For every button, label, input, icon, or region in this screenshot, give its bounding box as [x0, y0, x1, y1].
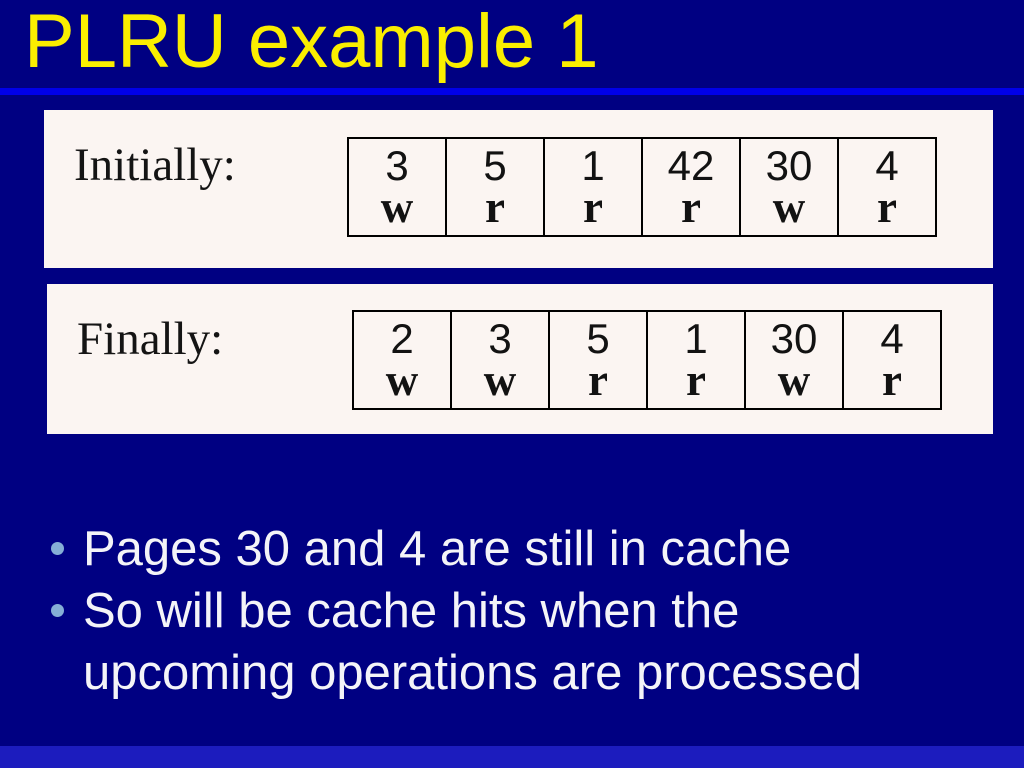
final-state-panel: Finally: 2 w 3 w 5 r 1 r 30 w 4 r	[47, 284, 993, 434]
cache-cell: 1 r	[646, 310, 746, 410]
operation-letter: w	[380, 182, 414, 232]
cache-cell: 4 r	[842, 310, 942, 410]
operation-letter: r	[686, 355, 706, 405]
page-number: 4	[875, 142, 899, 189]
page-number: 5	[586, 315, 610, 362]
page-number: 2	[390, 315, 414, 362]
bullet-dot-icon	[51, 604, 64, 617]
bullet-item: So will be cache hits when the upcoming …	[43, 580, 883, 704]
cache-cell: 30 w	[739, 137, 839, 237]
operation-letter: w	[385, 355, 419, 405]
bullet-text: So will be cache hits when the upcoming …	[83, 584, 863, 700]
bottom-accent-bar	[0, 746, 1024, 768]
operation-letter: r	[583, 182, 603, 232]
initial-state-panel: Initially: 3 w 5 r 1 r 42 r 30 w 4 r	[44, 110, 993, 268]
page-number: 1	[684, 315, 708, 362]
slide-title: PLRU example 1	[24, 0, 599, 84]
bullet-dot-icon	[51, 542, 64, 555]
page-number: 1	[581, 142, 605, 189]
page-number: 5	[483, 142, 507, 189]
page-number: 4	[880, 315, 904, 362]
cache-cell: 5 r	[548, 310, 648, 410]
cache-cell: 4 r	[837, 137, 937, 237]
page-number: 30	[770, 315, 818, 362]
cache-cell: 3 w	[450, 310, 550, 410]
cache-cell: 30 w	[744, 310, 844, 410]
page-number: 3	[385, 142, 409, 189]
initial-cache-table: 3 w 5 r 1 r 42 r 30 w 4 r	[347, 137, 937, 237]
operation-letter: r	[681, 182, 701, 232]
bullet-text: Pages 30 and 4 are still in cache	[83, 522, 792, 576]
cache-cell: 3 w	[347, 137, 447, 237]
initial-state-label: Initially:	[74, 139, 236, 191]
bullet-list: Pages 30 and 4 are still in cache So wil…	[43, 518, 883, 704]
final-cache-table: 2 w 3 w 5 r 1 r 30 w 4 r	[352, 310, 942, 410]
cache-cell: 2 w	[352, 310, 452, 410]
final-state-label: Finally:	[77, 313, 224, 365]
cache-cell: 42 r	[641, 137, 741, 237]
operation-letter: r	[877, 182, 897, 232]
operation-letter: r	[882, 355, 902, 405]
cache-cell: 1 r	[543, 137, 643, 237]
page-number: 3	[488, 315, 512, 362]
operation-letter: r	[485, 182, 505, 232]
title-underline-rule	[0, 88, 1024, 95]
operation-letter: w	[772, 182, 806, 232]
page-number: 42	[667, 142, 715, 189]
operation-letter: r	[588, 355, 608, 405]
operation-letter: w	[777, 355, 811, 405]
cache-cell: 5 r	[445, 137, 545, 237]
bullet-item: Pages 30 and 4 are still in cache	[43, 518, 883, 580]
page-number: 30	[765, 142, 813, 189]
operation-letter: w	[483, 355, 517, 405]
